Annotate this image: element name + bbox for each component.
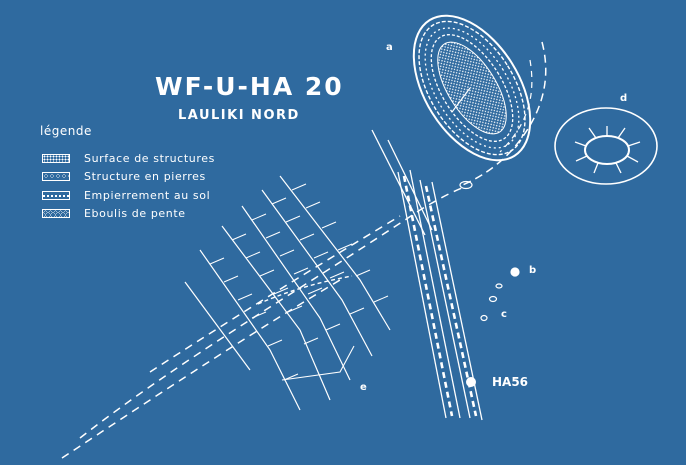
map-subtitle: LAULIKI NORD xyxy=(178,108,300,123)
feature-label-b: b xyxy=(529,265,537,276)
legend-label: Surface de structures xyxy=(84,151,215,165)
legend-item-ground-paving: Empierrement au sol xyxy=(42,186,215,205)
legend-item-stone-structure: Structure en pierres xyxy=(42,168,215,187)
legend-label: Structure en pierres xyxy=(84,170,206,184)
structure-a xyxy=(412,14,532,162)
legend-title: légende xyxy=(40,124,92,138)
legend-label: Empierrement au sol xyxy=(84,188,211,202)
feature-label-a: a xyxy=(386,42,393,53)
map-title: WF-U-HA 20 xyxy=(155,72,344,101)
scree-zone-e xyxy=(184,175,391,411)
legend-label: Eboulis de pente xyxy=(84,207,186,221)
features-b-c xyxy=(480,267,520,322)
site-label-ha56: HA56 xyxy=(492,375,529,389)
legend-item-scree-slope: Eboulis de pente xyxy=(42,205,215,224)
feature-label-d: d xyxy=(620,93,628,104)
stone-structure-icon xyxy=(42,172,70,182)
stone-road xyxy=(371,87,483,421)
feature-label-c: c xyxy=(501,309,507,320)
structure-d xyxy=(554,107,658,185)
feature-label-e: e xyxy=(360,382,367,393)
ground-paving-icon xyxy=(42,190,70,200)
legend-item-structure-surface: Surface de structures xyxy=(42,149,215,168)
scree-slope-icon xyxy=(42,209,70,219)
dotted-surface-icon xyxy=(42,153,70,163)
site-marker-ha56 xyxy=(466,377,476,387)
legend: Surface de structures Structure en pierr… xyxy=(42,149,215,223)
